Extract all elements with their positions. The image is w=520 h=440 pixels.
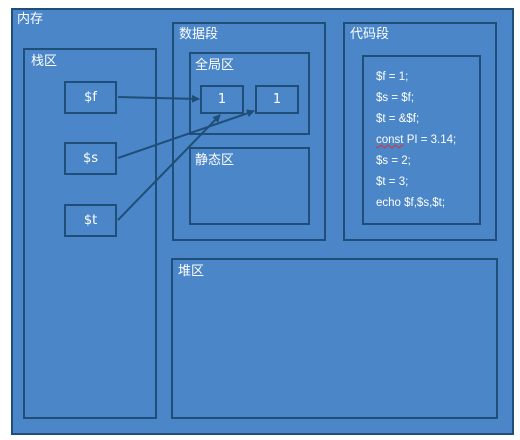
stack-var-t: $t: [64, 204, 117, 237]
code-line: $f = 1;: [376, 71, 409, 83]
code-line: $t = 3;: [376, 176, 409, 188]
data-segment-title: 数据段: [179, 27, 219, 42]
heap-region: [171, 258, 498, 419]
stack-title: 栈区: [31, 54, 58, 69]
global-value-2: 1: [255, 85, 299, 114]
const-keyword: const: [376, 134, 404, 146]
global-value-1: 1: [200, 85, 244, 114]
memory-title: 内存: [17, 12, 44, 27]
code-line: $s = $f;: [376, 92, 415, 104]
global-area-title: 全局区: [195, 58, 235, 73]
heap-title: 堆区: [178, 264, 205, 279]
code-line: $s = 2;: [376, 155, 411, 167]
code-line-const: const PI = 3.14;: [376, 130, 479, 151]
stack-var-f: $f: [64, 81, 117, 114]
stack-var-s: $s: [64, 142, 117, 175]
static-area-title: 静态区: [195, 153, 235, 168]
code-segment-title: 代码段: [350, 27, 390, 42]
const-rest: PI = 3.14;: [403, 134, 457, 146]
code-block: $f = 1; $s = $f; $t = &$f; const PI = 3.…: [362, 55, 481, 225]
code-line: echo $f,$s,$t;: [376, 197, 446, 209]
code-line: $t = &$f;: [376, 113, 420, 125]
